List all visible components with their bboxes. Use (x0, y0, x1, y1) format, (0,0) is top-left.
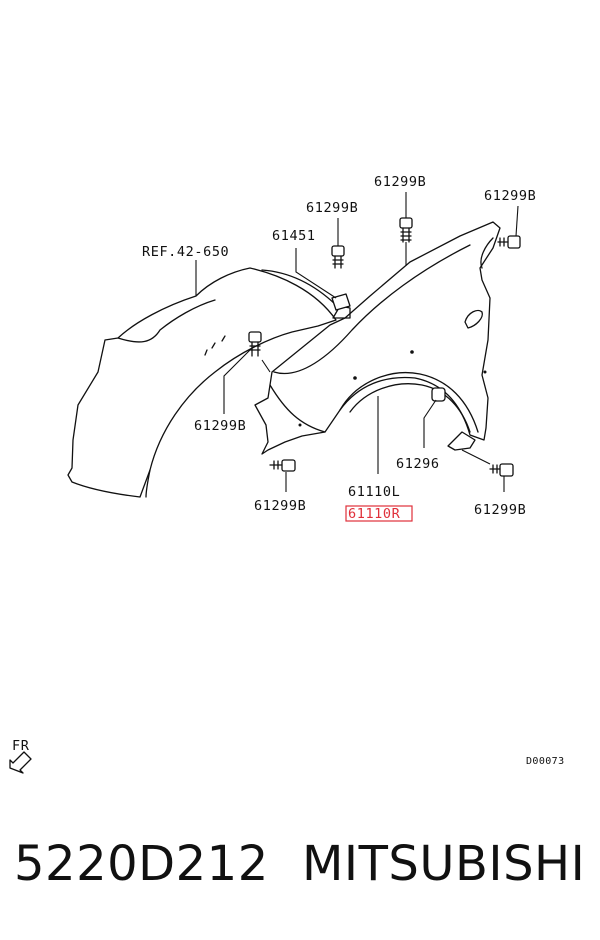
bolt-upper (399, 217, 413, 243)
direction-label: FR (12, 738, 30, 754)
callout-bolt-left: 61299B (194, 418, 246, 434)
callout-bolt-bottom-left: 61299B (254, 498, 306, 514)
callout-clip: 61451 (272, 228, 316, 244)
inner-fender-liner (67, 267, 337, 498)
diagram-code: D00073 (526, 756, 565, 767)
callout-bolt-bottom-right: 61299B (474, 502, 526, 518)
callout-bolt-top: 61299B (374, 174, 426, 190)
leader-lines (195, 192, 519, 492)
front-fender (254, 221, 501, 455)
callout-bolt-upper: 61299B (306, 200, 358, 216)
callout-nut: 61296 (396, 456, 440, 472)
bolt-bottom-left (269, 459, 296, 472)
bolt-bottom-right (489, 463, 514, 477)
bolt-top-right (497, 235, 521, 249)
nut-61296 (431, 387, 446, 402)
bolt-left (248, 331, 262, 357)
callout-fender-left: 61110L (348, 484, 400, 500)
callout-ref: REF.42-650 (142, 244, 229, 260)
front-direction-indicator: FR (9, 738, 32, 774)
footer-part-code: 5220D212 (14, 836, 269, 892)
callout-bolt-top-right: 61299B (484, 188, 536, 204)
footer-brand: MITSUBISHI (302, 836, 586, 892)
arrow-icon (9, 751, 32, 774)
highlight-box (345, 505, 413, 522)
bolt-clip-top (331, 245, 345, 269)
clip-61451 (331, 293, 351, 311)
callout-fender-right: 61110R (348, 506, 401, 522)
fender-holes (298, 350, 487, 427)
